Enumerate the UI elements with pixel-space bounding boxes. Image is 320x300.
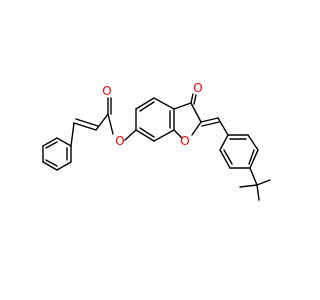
bond <box>73 122 97 131</box>
atom-labels: O O O O <box>102 81 202 148</box>
ketone-oxygen-label: O <box>193 81 202 95</box>
bond <box>124 129 137 141</box>
bond <box>95 113 109 131</box>
bond <box>191 121 202 136</box>
bond <box>249 167 258 186</box>
bond <box>173 129 183 139</box>
ring-oxygen-label: O <box>180 134 189 148</box>
bond <box>249 149 259 169</box>
ester-ether-oxygen-label: O <box>115 134 124 148</box>
bond <box>135 129 155 142</box>
molecule-structure-diagram: O O O O <box>42 81 271 201</box>
bond <box>135 97 155 110</box>
bond <box>223 149 233 165</box>
bond <box>201 121 220 127</box>
bond <box>173 102 192 110</box>
bond <box>139 127 155 138</box>
bond <box>256 184 260 201</box>
bond <box>42 161 58 171</box>
bond <box>256 179 271 186</box>
bond <box>56 161 72 171</box>
bond <box>56 137 72 147</box>
bond <box>75 118 99 127</box>
bond <box>45 159 58 167</box>
bond-lines <box>42 93 271 201</box>
bond <box>153 97 175 110</box>
bond <box>70 122 75 147</box>
bond <box>200 117 219 123</box>
bond <box>153 129 175 142</box>
bond <box>219 134 229 151</box>
bond <box>190 93 194 104</box>
bond <box>190 102 202 123</box>
bond <box>42 137 58 147</box>
bond <box>239 184 258 188</box>
bond <box>219 149 231 169</box>
bond <box>45 141 58 149</box>
bond <box>139 101 155 112</box>
ester-carbonyl-oxygen-label: O <box>102 84 111 98</box>
bond <box>248 149 255 165</box>
bond <box>107 113 114 135</box>
bond <box>217 117 229 136</box>
bond <box>193 94 197 105</box>
bond <box>247 134 259 151</box>
